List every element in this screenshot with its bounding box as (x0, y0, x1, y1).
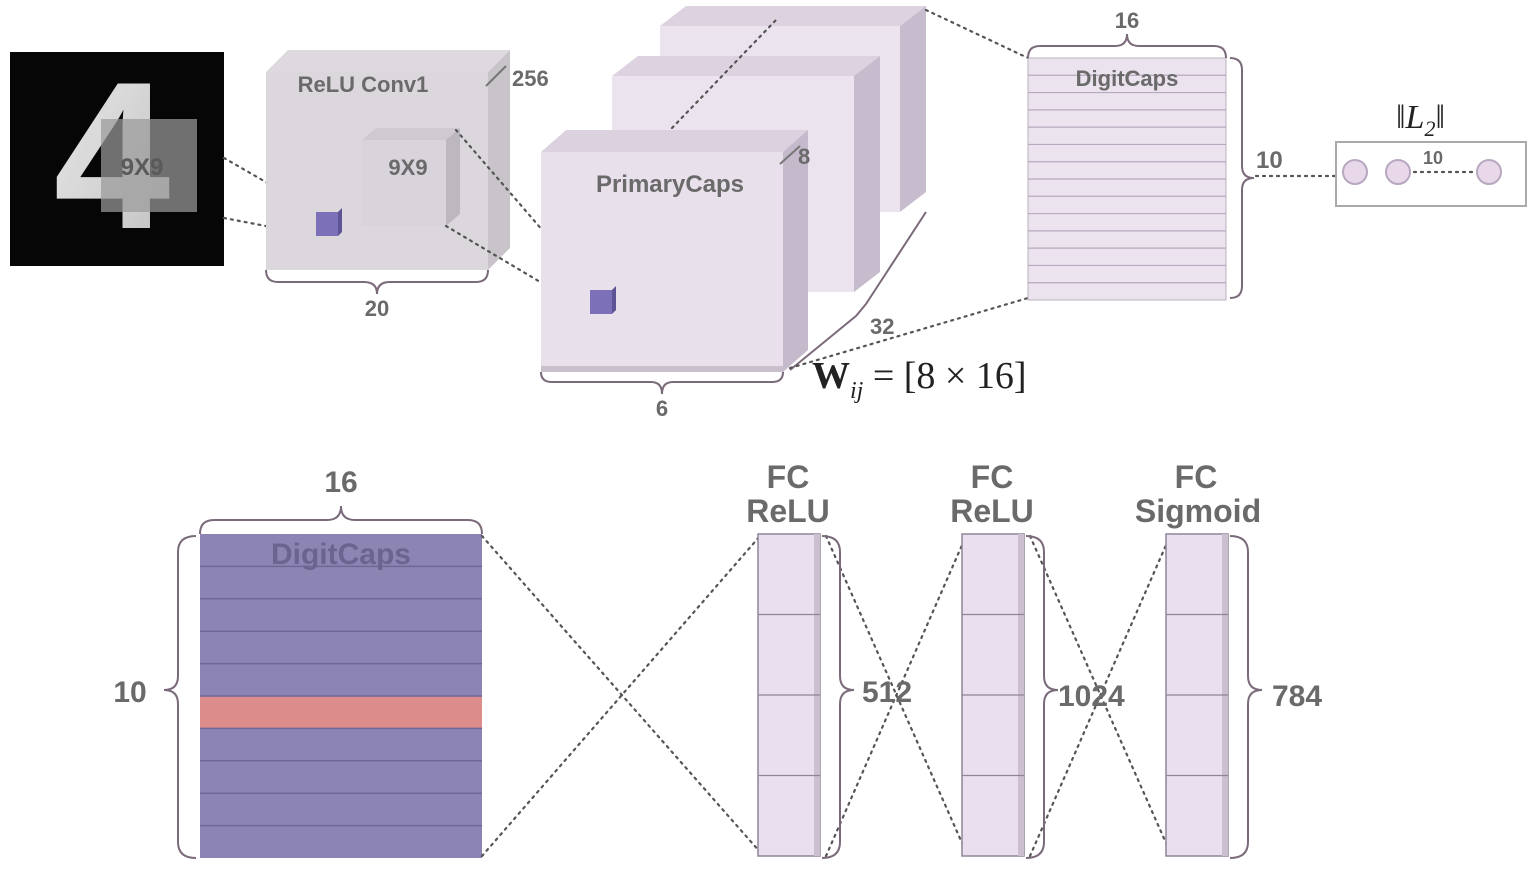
primary-back-top (660, 6, 926, 26)
fc2-fc3-connector-top (1028, 534, 1172, 854)
digit-caps-top: DigitCaps 16 10 (1027, 8, 1283, 301)
decoder-caps-count: 10 (113, 676, 146, 709)
fc-layer-2-size: 1024 (1058, 680, 1125, 713)
norm-label: ‖L2‖ (1396, 99, 1445, 141)
primary-caps-count: 32 (870, 314, 894, 339)
conv1-kernel-top (362, 128, 460, 140)
conv1-kernel-side (446, 128, 460, 226)
caps-fc1-connector-bottom (480, 534, 762, 858)
primary-back-side (900, 6, 926, 212)
svg-text:Wij = [8 × 16]: Wij = [8 × 16] (812, 355, 1027, 404)
caps-fc1-connector-top (480, 534, 762, 854)
digit-caps-top-dim-brace (1027, 33, 1227, 59)
primary-stack-connector (670, 18, 778, 130)
norm-unit-1 (1342, 159, 1368, 185)
input-kernel-label: 9X9 (121, 154, 164, 181)
primary-unit-cube (590, 290, 612, 314)
fc2-fc3-connector-bottom (1028, 534, 1172, 858)
conv1-unit-cube-side (338, 208, 342, 236)
fc-layer-3-brace (1229, 535, 1263, 859)
fc-layer-2-brace (1025, 535, 1059, 859)
fc-layer-2-activation: ReLU (950, 493, 1034, 529)
decoder-caps-highlight-row (200, 696, 482, 729)
conv1-title: ReLU Conv1 (298, 72, 429, 97)
primary-caps-depth: 8 (798, 144, 810, 169)
decoder-caps-dim-brace (199, 505, 483, 535)
conv1-block: ReLU Conv1 256 9X9 20 (265, 50, 549, 321)
primary-caps-block: PrimaryCaps 8 32 6 (540, 6, 927, 421)
weight-matrix-label: Wij = [8 × 16] (812, 355, 1027, 404)
conv1-kernel-front (362, 140, 446, 226)
decoder-digit-caps: DigitCaps 16 10 (113, 466, 483, 859)
primary-front-base (541, 366, 783, 372)
norm-unit-3 (1476, 159, 1502, 185)
conv1-depth: 256 (512, 66, 549, 91)
conv1-kernel-label: 9X9 (388, 155, 427, 180)
digit-caps-top-rows (1028, 74, 1226, 284)
weight-subscript: ij (850, 378, 864, 404)
norm-unit-2 (1385, 159, 1411, 185)
conv1-top (266, 50, 510, 72)
primary-front-top (541, 130, 808, 152)
fc-layer-1-activation: ReLU (746, 493, 830, 529)
decoder-caps-dim: 16 (324, 466, 357, 499)
weight-symbol: W (812, 355, 850, 397)
primary-count-brace (789, 211, 927, 371)
digit-caps-top-dim: 16 (1115, 8, 1139, 33)
fc1-fc2-connector-top (824, 534, 968, 854)
conv1-side (488, 50, 510, 270)
decoder-caps-title: DigitCaps (271, 538, 411, 571)
decoder-caps-count-brace (163, 535, 197, 859)
fc-layer-1-size: 512 (862, 676, 912, 709)
digit-caps-top-count: 10 (1256, 147, 1283, 174)
primary-caps-width: 6 (656, 396, 668, 421)
output-norm: ‖L2‖ 10 (1335, 99, 1527, 207)
decoder-fc-layers: FC ReLU 512 FC ReLU 1024 FC Sigmoid 784 (746, 459, 1322, 859)
primary-width-brace (540, 371, 784, 395)
primary-digit-connector-bottom (788, 296, 1030, 370)
fc-layer-3-size: 784 (1272, 680, 1322, 713)
primary-caps-title: PrimaryCaps (596, 171, 744, 198)
conv1-primary-connector-bottom (444, 224, 596, 316)
digit-caps-top-title: DigitCaps (1076, 66, 1179, 91)
fc1-fc2-connector-bottom (824, 534, 968, 858)
fc-layer-3-type: FC (1175, 459, 1218, 495)
input-image: 4 9X9 (10, 38, 224, 273)
primary-unit-cube-side (612, 286, 616, 314)
fc-layer-1-type: FC (767, 459, 810, 495)
fc-layer-3-activation: Sigmoid (1135, 493, 1261, 529)
norm-count: 10 (1423, 148, 1443, 168)
fc-layer-1-units (757, 533, 821, 857)
primary-mid-top (612, 56, 880, 76)
decoder-caps-rows (200, 565, 482, 827)
conv1-width: 20 (365, 296, 389, 321)
primary-front-side (783, 130, 808, 372)
digit-caps-top-count-brace (1229, 57, 1255, 299)
conv1-unit-cube (316, 212, 338, 236)
primary-mid-side (854, 56, 880, 292)
fc-layer-2-type: FC (971, 459, 1014, 495)
fc-layer-2-units (961, 533, 1025, 857)
weight-dims: = [8 × 16] (863, 355, 1026, 397)
primary-depth-tick (779, 145, 801, 165)
primary-digit-connector-top (924, 8, 1030, 60)
fc-layer-1: FC ReLU 512 (746, 459, 912, 859)
conv1-depth-tick (485, 65, 507, 87)
fc-layer-1-brace (821, 535, 855, 859)
conv1-width-brace (265, 269, 489, 295)
fc-layer-3: FC Sigmoid 784 (1135, 459, 1322, 859)
primary-front-face (541, 152, 783, 372)
fc-layer-3-units (1165, 533, 1229, 857)
fc-layer-2: FC ReLU 1024 (950, 459, 1125, 859)
input-receptive-field (101, 119, 197, 212)
